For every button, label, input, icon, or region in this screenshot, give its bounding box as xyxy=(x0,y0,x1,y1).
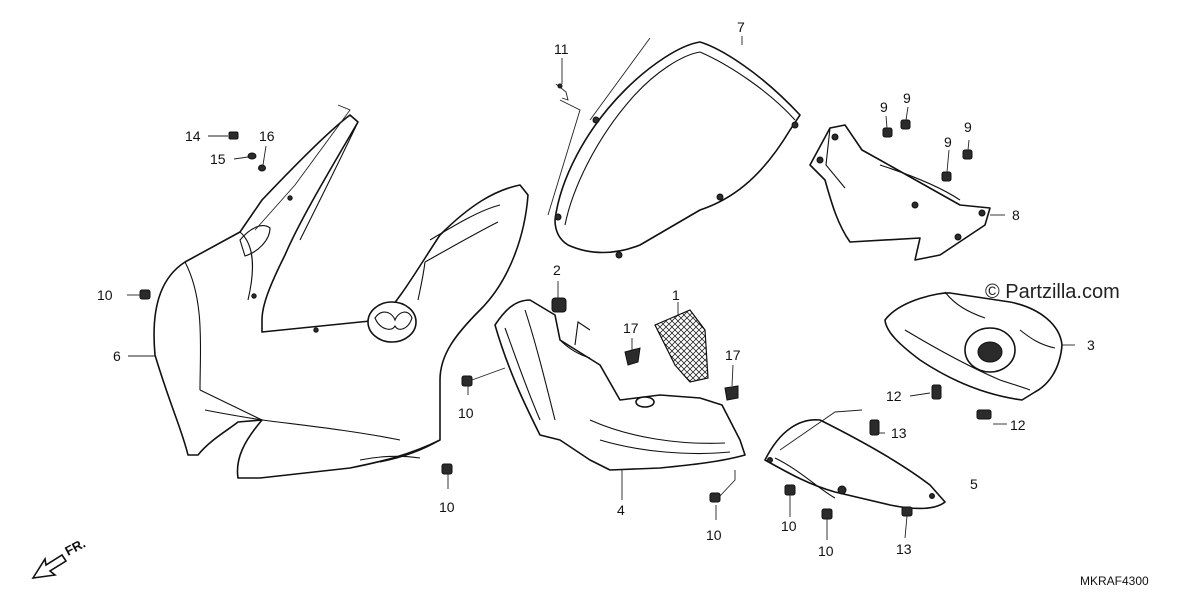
part-11-screw[interactable] xyxy=(555,83,569,101)
callout-12b[interactable]: 12 xyxy=(1010,417,1026,433)
part-9-bolt-b[interactable] xyxy=(900,119,911,130)
callout-3[interactable]: 3 xyxy=(1087,337,1095,353)
part-13-screw-a[interactable] xyxy=(869,419,880,436)
callout-15[interactable]: 15 xyxy=(210,151,226,167)
part-12-screw-b[interactable] xyxy=(976,409,992,420)
part-9-bolt-c[interactable] xyxy=(941,171,952,182)
part-13-screw-b[interactable] xyxy=(901,506,913,517)
callout-5[interactable]: 5 xyxy=(970,476,978,492)
callout-12a[interactable]: 12 xyxy=(886,388,902,404)
callout-10f[interactable]: 10 xyxy=(818,543,834,559)
part-17-clip-b[interactable] xyxy=(724,385,739,401)
callout-9c[interactable]: 9 xyxy=(944,134,952,150)
part-16-grommet[interactable] xyxy=(258,164,266,172)
part-4-lower-duct[interactable] xyxy=(494,299,746,471)
part-8-inner-stay[interactable] xyxy=(809,124,991,261)
callout-13a[interactable]: 13 xyxy=(891,425,907,441)
part-2-nut[interactable] xyxy=(551,297,567,313)
callout-10c[interactable]: 10 xyxy=(439,499,455,515)
part-6-upper-cowl[interactable] xyxy=(153,114,529,479)
callout-4[interactable]: 4 xyxy=(617,502,625,518)
callout-10e[interactable]: 10 xyxy=(781,518,797,534)
part-10-screw-e[interactable] xyxy=(784,484,796,496)
callout-17a[interactable]: 17 xyxy=(623,320,639,336)
part-14-bolt[interactable] xyxy=(228,131,239,140)
part-10-screw-c[interactable] xyxy=(441,463,453,475)
part-7-windscreen[interactable] xyxy=(554,41,801,259)
callout-17b[interactable]: 17 xyxy=(725,347,741,363)
part-5-side-cowl[interactable] xyxy=(764,419,946,510)
callout-9b[interactable]: 9 xyxy=(903,90,911,106)
part-10-screw-b[interactable] xyxy=(461,375,473,387)
part-12-screw-a[interactable] xyxy=(931,384,942,400)
callout-10a[interactable]: 10 xyxy=(97,287,113,303)
callout-11[interactable]: 11 xyxy=(554,41,569,57)
front-direction-marker: FR. xyxy=(31,536,88,580)
part-10-screw-d[interactable] xyxy=(709,492,721,503)
callout-10d[interactable]: 10 xyxy=(706,527,722,543)
callout-9a[interactable]: 9 xyxy=(880,99,888,115)
callout-9d[interactable]: 9 xyxy=(964,119,972,135)
callout-2[interactable]: 2 xyxy=(553,262,561,278)
callout-1[interactable]: 1 xyxy=(672,287,680,303)
diagram-code: MKRAF4300 xyxy=(1080,574,1149,588)
part-17-clip-a[interactable] xyxy=(624,347,641,366)
part-15-washer[interactable] xyxy=(247,152,257,160)
callout-16[interactable]: 16 xyxy=(259,128,275,144)
part-9-bolt-d[interactable] xyxy=(962,149,973,160)
callout-10b[interactable]: 10 xyxy=(458,405,474,421)
part-1-grille-mesh[interactable] xyxy=(654,309,709,383)
part-9-bolt-a[interactable] xyxy=(882,127,893,138)
callout-13b[interactable]: 13 xyxy=(896,541,912,557)
part-10-screw-a[interactable] xyxy=(139,289,151,300)
front-arrow-icon xyxy=(31,553,68,580)
callout-14[interactable]: 14 xyxy=(185,128,201,144)
part-10-screw-f[interactable] xyxy=(821,508,833,520)
callout-7[interactable]: 7 xyxy=(737,19,745,35)
front-label: FR. xyxy=(62,536,88,559)
callout-labels: 1 2 3 4 5 6 7 8 9 9 9 9 10 10 10 10 10 1… xyxy=(97,19,1095,559)
leader-lines xyxy=(127,36,1075,540)
callout-8[interactable]: 8 xyxy=(1012,207,1020,223)
watermark-text: © Partzilla.com xyxy=(985,281,1120,303)
callout-6[interactable]: 6 xyxy=(113,348,121,364)
part-3-meter-panel[interactable] xyxy=(884,291,1063,401)
